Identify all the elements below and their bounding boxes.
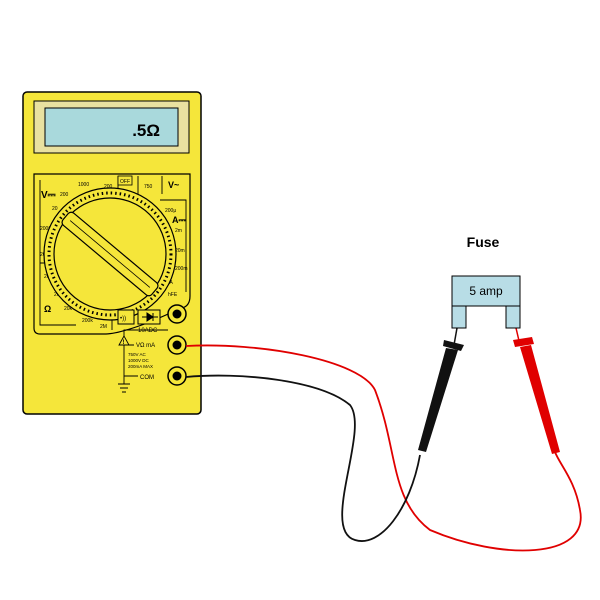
fuse-title: Fuse (467, 234, 500, 250)
test-leads (185, 327, 582, 552)
range-label-2m: 2m (175, 228, 182, 234)
fuse-left-terminal (451, 305, 467, 329)
beep-button[interactable] (117, 309, 135, 325)
range-label-200m: 200m (175, 266, 188, 272)
lcd-display (44, 107, 179, 147)
range-label-750: 750 (144, 184, 153, 190)
ohm-label: Ω (44, 304, 51, 314)
diode-icon (142, 312, 158, 322)
range-label-20: 20 (52, 206, 58, 212)
range-label-200k: 200k (82, 318, 93, 324)
range-label-2k: 2k (54, 292, 60, 298)
black-lead-wire[interactable] (185, 374, 421, 542)
multimeter: .5Ω V⎓ V~ OFF A⎓ Ω hFE 1000 200 20 2000 … (22, 91, 202, 415)
jack-v-ohm-ma-label: VΩ mA (136, 343, 155, 349)
adc-label: A⎓ (172, 215, 186, 225)
jack-10adc[interactable] (167, 304, 187, 324)
warning-icon (118, 335, 130, 346)
fuse-note-1: 750V AC (128, 352, 147, 357)
fuse-note-2: 1000V DC (128, 358, 150, 363)
range-label-20k: 20k (64, 306, 73, 312)
off-label: OFF (120, 179, 130, 185)
fuse-note-3: 200mA MAX (128, 364, 153, 369)
range-label-20m: 20m (175, 248, 185, 254)
fuse-right-terminal (505, 305, 521, 329)
fuse: Fuse 5 amp (451, 234, 521, 329)
jack-10adc-label: 10ADC (138, 328, 158, 334)
range-label-200c: 200 (104, 184, 113, 190)
jack-com[interactable] (167, 366, 187, 386)
red-lead-wire[interactable] (185, 344, 582, 552)
rotary-selector[interactable] (43, 187, 177, 321)
off-box (117, 175, 133, 186)
hfe-label: hFE (168, 292, 178, 298)
fuse-rating: 5 amp (469, 284, 503, 298)
jack-com-label: COM (140, 375, 154, 381)
beep-icon: •)) (120, 316, 126, 322)
range-label-1000: 1000 (78, 182, 89, 188)
jack-v-ohm-ma[interactable] (167, 335, 187, 355)
range-label-2mohm: 2M (100, 324, 107, 330)
display-reading: .5Ω (132, 121, 160, 140)
vac-label: V~ (168, 180, 179, 190)
red-probe[interactable] (513, 327, 560, 454)
range-label-200: 200 (60, 192, 69, 198)
dial-tick-ring (47, 191, 173, 317)
range-label-200u: 200μ (165, 208, 176, 214)
black-probe[interactable] (418, 327, 464, 452)
fuse-body (451, 275, 521, 307)
dial-pointer-line (69, 220, 151, 288)
warning-mark: ! (123, 340, 125, 346)
range-label-2000: 2000 (40, 226, 51, 232)
vdc-label: V⎓ (41, 190, 56, 201)
